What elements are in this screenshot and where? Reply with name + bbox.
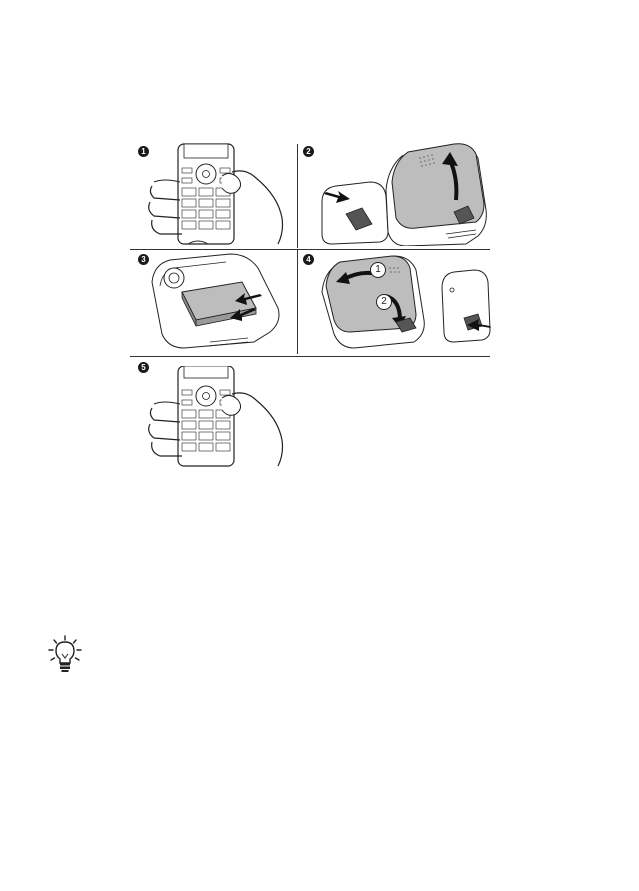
panel-step-3	[148, 252, 293, 352]
battery-installation-figure: 1 2 3 4 5	[130, 138, 492, 468]
divider-horizontal-1	[130, 249, 490, 250]
insert-battery-illustration	[148, 252, 293, 352]
panel-step-2	[316, 142, 491, 246]
panel-step-1	[148, 142, 288, 246]
remove-back-cover-illustration	[316, 142, 491, 246]
step-number-2: 2	[303, 146, 314, 157]
hand-holding-phone-illustration	[148, 142, 288, 246]
hand-holding-phone-illustration-2	[148, 366, 288, 468]
divider-vertical-top	[297, 144, 298, 248]
panel-step-5	[148, 366, 288, 468]
lightbulb-icon	[46, 634, 84, 674]
step-number-4: 4	[303, 254, 314, 265]
replace-back-cover-illustration	[316, 252, 491, 354]
callout-number-2: 2	[376, 294, 392, 310]
divider-horizontal-2	[130, 356, 490, 357]
divider-vertical-middle	[297, 250, 298, 354]
panel-step-4: 1 2	[316, 252, 491, 354]
callout-number-1: 1	[370, 262, 386, 278]
